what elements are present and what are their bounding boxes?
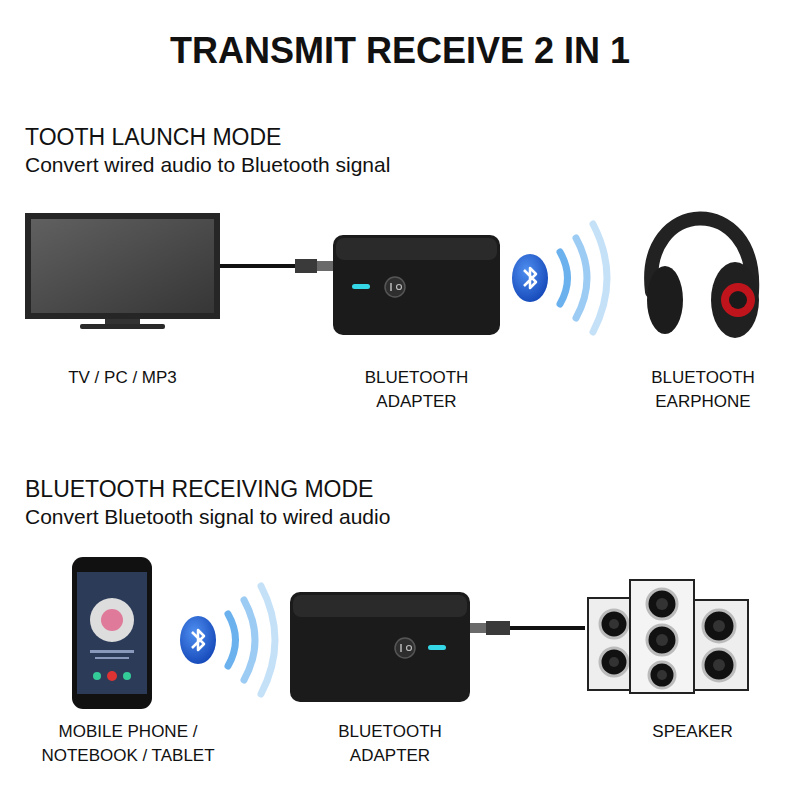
phone-device: MOBILE PHONE / NOTEBOOK / TABLET: [72, 557, 152, 709]
adapter-picture: [295, 235, 500, 335]
audio-cable: [220, 266, 295, 267]
title: TRANSMIT RECEIVE 2 IN 1: [0, 30, 800, 72]
device-label: BLUETOOTH ADAPTER: [333, 366, 500, 414]
device-label: MOBILE PHONE / NOTEBOOK / TABLET: [28, 720, 228, 768]
tv-device: TV / PC / MP3: [25, 213, 220, 331]
speaker-picture: [588, 580, 748, 693]
signal-waves: [560, 224, 607, 332]
device-label: BLUETOOTH EARPHONE: [628, 366, 778, 414]
device-label: BLUETOOTH ADAPTER: [335, 720, 445, 768]
bluetooth-adapter: BLUETOOTH ADAPTER: [290, 592, 510, 702]
bluetooth-adapter: BLUETOOTH ADAPTER: [295, 235, 500, 335]
speaker-device: SPEAKER: [585, 578, 750, 693]
mode-description: Convert wired audio to Bluetooth signal: [25, 152, 390, 177]
bluetooth-symbol: [180, 616, 216, 664]
headphone-device: BLUETOOTH EARPHONE: [640, 195, 765, 343]
mode-description: Convert Bluetooth signal to wired audio: [25, 504, 390, 529]
device-label: TV / PC / MP3: [25, 366, 220, 390]
phone-picture: [72, 557, 152, 709]
headphone-picture: [647, 218, 759, 338]
adapter-picture: [290, 592, 510, 702]
signal-waves: [228, 586, 275, 694]
audio-cable: [510, 628, 585, 629]
bluetooth-symbol: [512, 254, 548, 302]
tv-picture: [25, 213, 220, 329]
audio-cable-line: [510, 626, 585, 630]
device-label: SPEAKER: [610, 720, 775, 744]
mode-heading: TOOTH LAUNCH MODE: [25, 124, 281, 151]
mode-heading: BLUETOOTH RECEIVING MODE: [25, 476, 373, 503]
audio-cable-line: [220, 264, 295, 268]
